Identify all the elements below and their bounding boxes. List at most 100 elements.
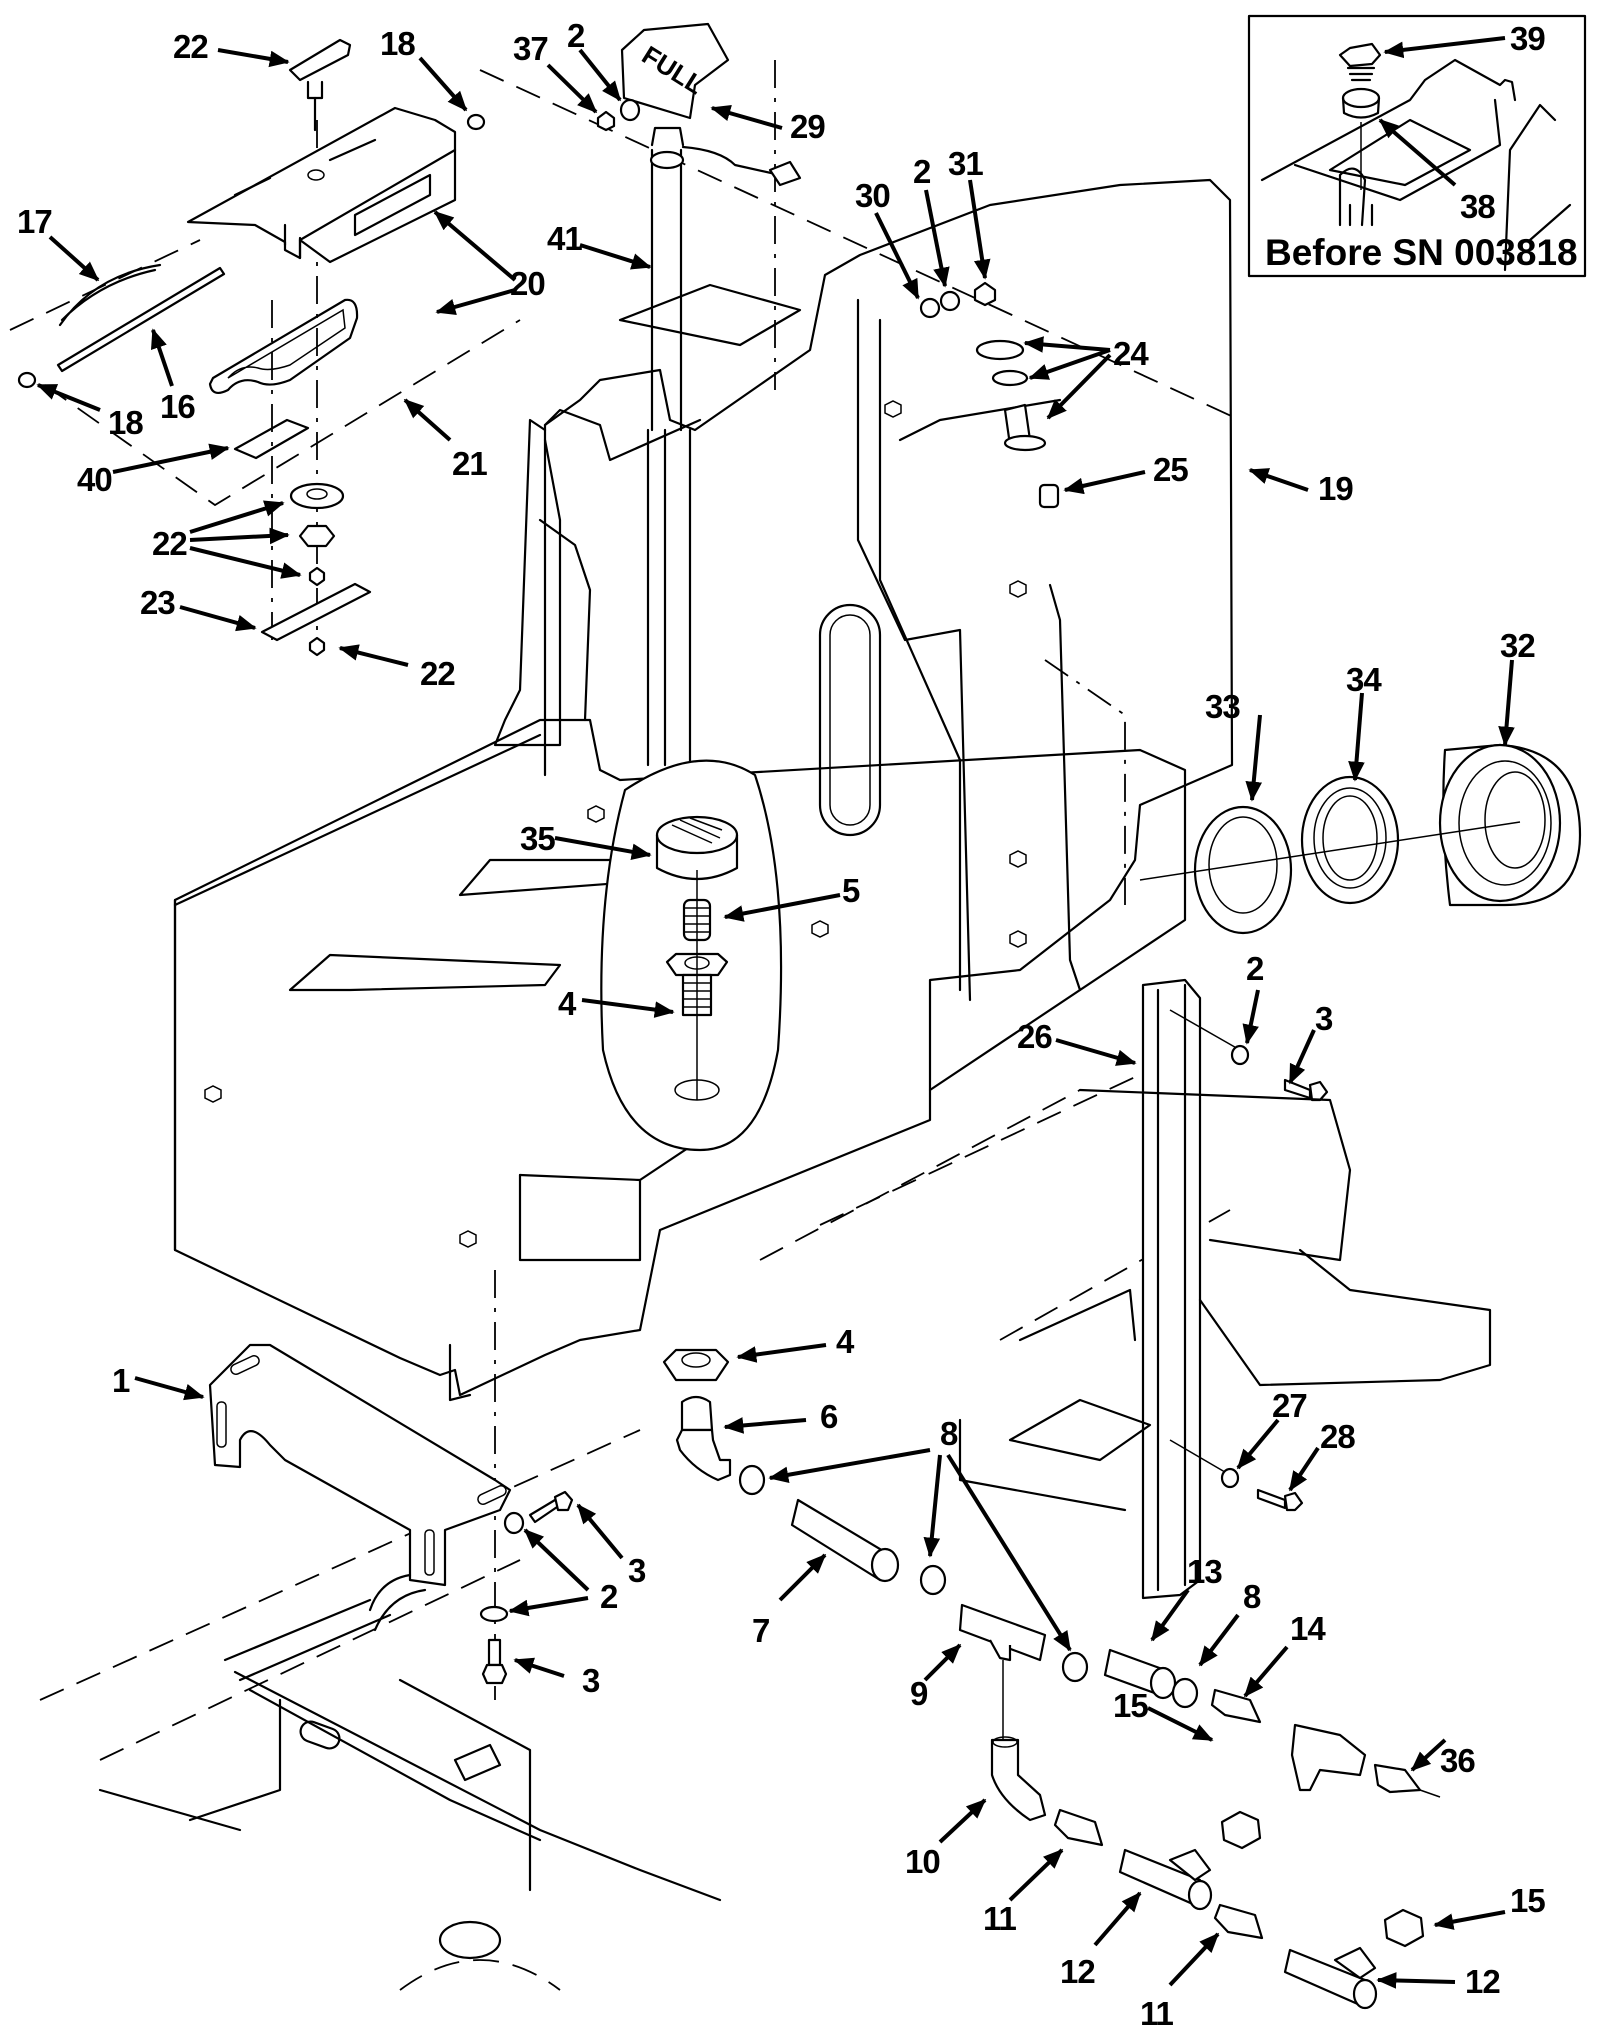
washer-27 bbox=[1220, 1467, 1240, 1489]
leader-arrow-c20-1 bbox=[435, 288, 516, 316]
fitting-36 bbox=[1373, 1763, 1441, 1798]
leader-arrow-c13-0 bbox=[1150, 1588, 1190, 1642]
callout-c6: 6 bbox=[820, 1398, 838, 1435]
callout-c39: 39 bbox=[1510, 20, 1545, 57]
callout-c5: 5 bbox=[842, 872, 860, 909]
leader-arrow-c2b-0 bbox=[924, 189, 950, 288]
callout-c35: 35 bbox=[520, 820, 555, 857]
leader-arrow-c24-1 bbox=[1028, 348, 1111, 380]
callout-c15b: 15 bbox=[1510, 1882, 1545, 1919]
callout-c28: 28 bbox=[1320, 1418, 1355, 1455]
leader-arrow-c22a-0 bbox=[217, 48, 290, 68]
callout-c10: 10 bbox=[905, 1843, 940, 1880]
washer-2-right bbox=[1230, 1044, 1250, 1066]
gasket-21 bbox=[208, 298, 359, 395]
leader-arrow-c31-0 bbox=[968, 179, 991, 280]
filter-cap-35 bbox=[655, 815, 739, 881]
washer-2-top bbox=[619, 98, 641, 122]
leader-arrow-c39-0 bbox=[1383, 36, 1506, 59]
callout-c32: 32 bbox=[1500, 627, 1535, 664]
callout-c40: 40 bbox=[77, 461, 112, 498]
callout-c25: 25 bbox=[1153, 451, 1188, 488]
callout-c23: 23 bbox=[140, 584, 175, 621]
leader-arrow-c20-0 bbox=[433, 210, 517, 282]
callout-c12a: 12 bbox=[1060, 1953, 1095, 1990]
callout-c12b: 12 bbox=[1465, 1963, 1500, 2000]
leader-arrow-c2c-0 bbox=[1242, 989, 1260, 1045]
bolt-3-lower-b bbox=[481, 1638, 508, 1685]
decal-40 bbox=[233, 418, 310, 460]
channel-bracket-26 bbox=[1141, 978, 1241, 1600]
callout-c38: 38 bbox=[1460, 188, 1495, 225]
leader-arrow-c25-0 bbox=[1063, 470, 1146, 495]
callout-c16: 16 bbox=[160, 388, 195, 425]
leader-arrow-c19-0 bbox=[1248, 468, 1309, 492]
callout-c7: 7 bbox=[752, 1612, 769, 1649]
cap-ring-32 bbox=[1438, 743, 1582, 907]
callout-c3c: 3 bbox=[582, 1662, 600, 1699]
bolt-3-lower-a bbox=[528, 1490, 574, 1524]
leader-arrow-c34-0 bbox=[1348, 692, 1365, 782]
callout-c2a: 2 bbox=[567, 17, 585, 54]
leader-arrow-c16-0 bbox=[150, 328, 174, 387]
knob-22 bbox=[288, 38, 352, 132]
rod-16 bbox=[56, 266, 226, 373]
leader-arrow-c29-0 bbox=[710, 105, 783, 130]
callout-c13: 13 bbox=[1187, 1553, 1222, 1590]
leader-arrow-c11a-0 bbox=[1008, 1848, 1064, 1902]
leader-arrow-c40-0 bbox=[112, 443, 230, 474]
leader-arrow-c22b-2 bbox=[189, 546, 302, 579]
switch-assembly-24 bbox=[975, 339, 1047, 452]
leader-arrow-c8a-2 bbox=[946, 1453, 1072, 1652]
hose-13 bbox=[1103, 1648, 1177, 1700]
inset-title: Before SN 003818 bbox=[1265, 232, 1578, 273]
hose-clamp-8-a bbox=[738, 1464, 766, 1496]
callout-c2c: 2 bbox=[1246, 950, 1264, 987]
leader-arrow-c36-0 bbox=[1410, 1738, 1447, 1772]
bolt-28 bbox=[1256, 1488, 1304, 1512]
ring-34 bbox=[1300, 775, 1400, 905]
leader-arrow-c22c-0 bbox=[338, 644, 409, 667]
hose-7 bbox=[790, 1498, 900, 1583]
callout-c29: 29 bbox=[790, 108, 825, 145]
callout-c3a: 3 bbox=[1315, 1000, 1333, 1037]
leader-arrow-c12a-0 bbox=[1093, 1891, 1142, 1947]
leader-arrow-c11b-0 bbox=[1168, 1932, 1220, 1987]
inset-tank-sketch bbox=[1260, 58, 1572, 272]
tee-12-b bbox=[1283, 1946, 1378, 2010]
leader-arrow-c3a-0 bbox=[1288, 1029, 1316, 1085]
callout-c19: 19 bbox=[1318, 470, 1353, 507]
callout-c21: 21 bbox=[452, 445, 487, 482]
callout-c15a: 15 bbox=[1113, 1687, 1148, 1724]
callout-c26: 26 bbox=[1017, 1018, 1052, 1055]
washer-2-lower-a bbox=[503, 1511, 525, 1535]
callout-c11b: 11 bbox=[1140, 1995, 1174, 2030]
callout-c33: 33 bbox=[1205, 688, 1240, 725]
callout-c4b: 4 bbox=[836, 1323, 855, 1360]
leader-arrow-c5-0 bbox=[723, 893, 841, 922]
hardware-stack-22-23 bbox=[260, 482, 372, 657]
leader-arrow-c1-0 bbox=[134, 1376, 205, 1401]
chassis-left bbox=[98, 1573, 722, 1991]
leader-arrow-c10-0 bbox=[938, 1798, 987, 1844]
callout-c41: 41 bbox=[547, 220, 582, 257]
valve bbox=[1290, 1723, 1367, 1792]
inset-frame bbox=[1247, 14, 1587, 278]
leader-arrow-c6-0 bbox=[723, 1417, 807, 1434]
inset-before-sn bbox=[1247, 14, 1587, 278]
nipple-11-b bbox=[1213, 1903, 1264, 1940]
plug-15-a bbox=[1220, 1810, 1262, 1850]
leader-arrow-c15a-0 bbox=[1147, 1706, 1214, 1742]
callout-c22c: 22 bbox=[420, 655, 455, 692]
elbow-6 bbox=[675, 1395, 732, 1482]
nut-37 bbox=[596, 110, 616, 132]
fitting-38 bbox=[1341, 87, 1381, 190]
tee-9 bbox=[958, 1603, 1047, 1740]
callout-c2d: 2 bbox=[600, 1578, 618, 1615]
leader-arrow-c21-0 bbox=[403, 398, 452, 442]
callout-c31: 31 bbox=[948, 145, 983, 182]
callout-c18b: 18 bbox=[108, 404, 143, 441]
leader-arrow-c3c-0 bbox=[513, 1657, 565, 1678]
callout-c22b: 22 bbox=[152, 525, 187, 562]
